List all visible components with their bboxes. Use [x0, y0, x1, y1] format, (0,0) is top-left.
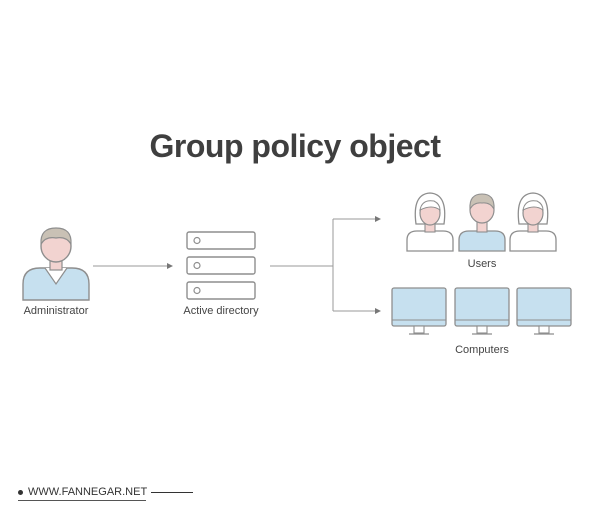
server-stack-icon — [186, 231, 256, 300]
user-female-icon — [406, 192, 454, 252]
monitor-icon — [391, 287, 447, 335]
computers-label: Computers — [455, 344, 509, 356]
administrator-label: Administrator — [23, 305, 89, 317]
watermark-text: WWW.FANNEGAR.NET — [28, 486, 148, 498]
users-label: Users — [467, 258, 497, 270]
monitor-icon — [454, 287, 510, 335]
bullet-icon — [18, 489, 23, 495]
monitor-icon — [516, 287, 572, 335]
administrator-icon — [22, 227, 90, 301]
branch-connector — [270, 216, 381, 314]
divider — [18, 500, 146, 501]
watermark: WWW.FANNEGAR.NET — [18, 486, 194, 498]
active-directory-label: Active directory — [183, 305, 259, 317]
diagram-title: Group policy object — [149, 128, 441, 164]
user-female-icon — [509, 192, 557, 252]
user-male-icon — [458, 193, 506, 252]
divider — [151, 491, 194, 493]
